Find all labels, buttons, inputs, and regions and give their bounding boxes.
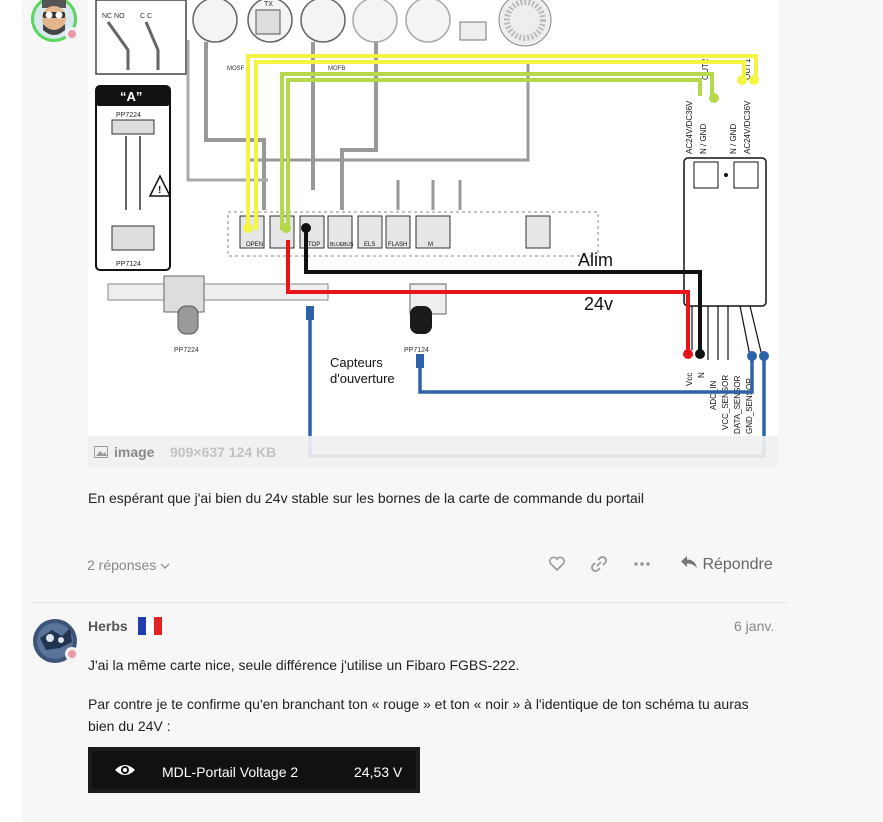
svg-text:!: ! (158, 185, 161, 196)
image-icon (94, 445, 108, 463)
out1-label: OUT1 (743, 58, 752, 80)
chevron-down-icon (160, 557, 170, 573)
gnd1-label: N / GND (699, 124, 708, 154)
username[interactable]: Herbs (88, 618, 128, 634)
bluebus-label: BLUEBUS (330, 242, 354, 248)
mosf-label: MOSF (227, 66, 245, 72)
eye-icon (114, 763, 136, 782)
more-icon[interactable] (633, 557, 651, 576)
c-c-label: C C (140, 13, 152, 20)
reply-button[interactable]: Répondre (680, 555, 773, 574)
avatar[interactable] (32, 618, 79, 664)
ac2-label: AC24V/DC36V (743, 100, 752, 154)
data-sensor-label: DATA_SENSOR (733, 375, 742, 434)
avatar[interactable] (30, 0, 79, 44)
post-body: Par contre je te confirme qu'en branchan… (88, 696, 749, 734)
entity-value: 24,53 V (354, 764, 403, 780)
entity-row: MDL-Portail Voltage 2 24,53 V (92, 751, 416, 789)
pp7224-bottom-label: PP7224 (174, 347, 199, 354)
reply-label: Répondre (702, 556, 773, 573)
ac1-label: AC24V/DC36V (685, 100, 694, 154)
capteurs-label-2: d'ouverture (330, 371, 395, 386)
els-label: ELS (364, 242, 375, 248)
24v-label: 24v (584, 294, 613, 314)
pp7224-top-label: PP7224 (116, 112, 141, 119)
pp7124-left-label: PP7124 (116, 261, 141, 268)
vcc-sensor-label: VCC_SENSOR (721, 375, 730, 430)
image-label: image (114, 444, 155, 460)
gnd-sensor-label: GND_SENSOR (745, 378, 754, 434)
gnd2-label: N / GND (729, 124, 738, 154)
tx-label: TX (264, 1, 273, 8)
open-label: OPEN (246, 242, 263, 248)
n-label: N (697, 372, 706, 378)
heart-icon[interactable] (548, 555, 566, 578)
out2-label: OUT2 (701, 58, 710, 80)
post-divider (33, 602, 788, 603)
reply-icon (680, 556, 702, 573)
vcc-label: Vcc (685, 373, 694, 386)
image-size: 909×637 124 KB (170, 444, 277, 460)
post-date[interactable]: 6 janv. (734, 618, 775, 634)
replies-label: 2 réponses (87, 557, 157, 573)
wiring-diagram-image[interactable]: NC NO C C TX RX MOSF MOFB “A” PP7224 PP7… (88, 0, 778, 467)
link-icon[interactable] (590, 555, 608, 578)
france-flag-icon (138, 617, 162, 635)
entity-name: MDL-Portail Voltage 2 (162, 764, 299, 780)
terminal-m-label: M (428, 242, 433, 248)
image-meta-bar: image 909×637 124 KB (88, 436, 778, 467)
adc-label: ADC_IN (709, 380, 718, 410)
capteurs-label: Capteurs (330, 355, 383, 370)
mofb-label: MOFB (328, 66, 345, 72)
stop-label: STOP (304, 242, 320, 248)
pp7124-bottom-label: PP7124 (404, 347, 429, 354)
flash-label: FLASH (388, 242, 407, 248)
replies-button[interactable]: 2 réponses (87, 557, 170, 573)
post-body: J'ai la même carte nice, seule différenc… (88, 657, 520, 673)
nc-no-label: NC NO (102, 13, 125, 20)
post-body: En espérant que j'ai bien du 24v stable … (88, 490, 645, 506)
box-a-label: “A” (120, 89, 142, 104)
alim-label: Alim (578, 250, 613, 270)
home-assistant-entity-card: MDL-Portail Voltage 2 24,53 V (88, 747, 420, 793)
